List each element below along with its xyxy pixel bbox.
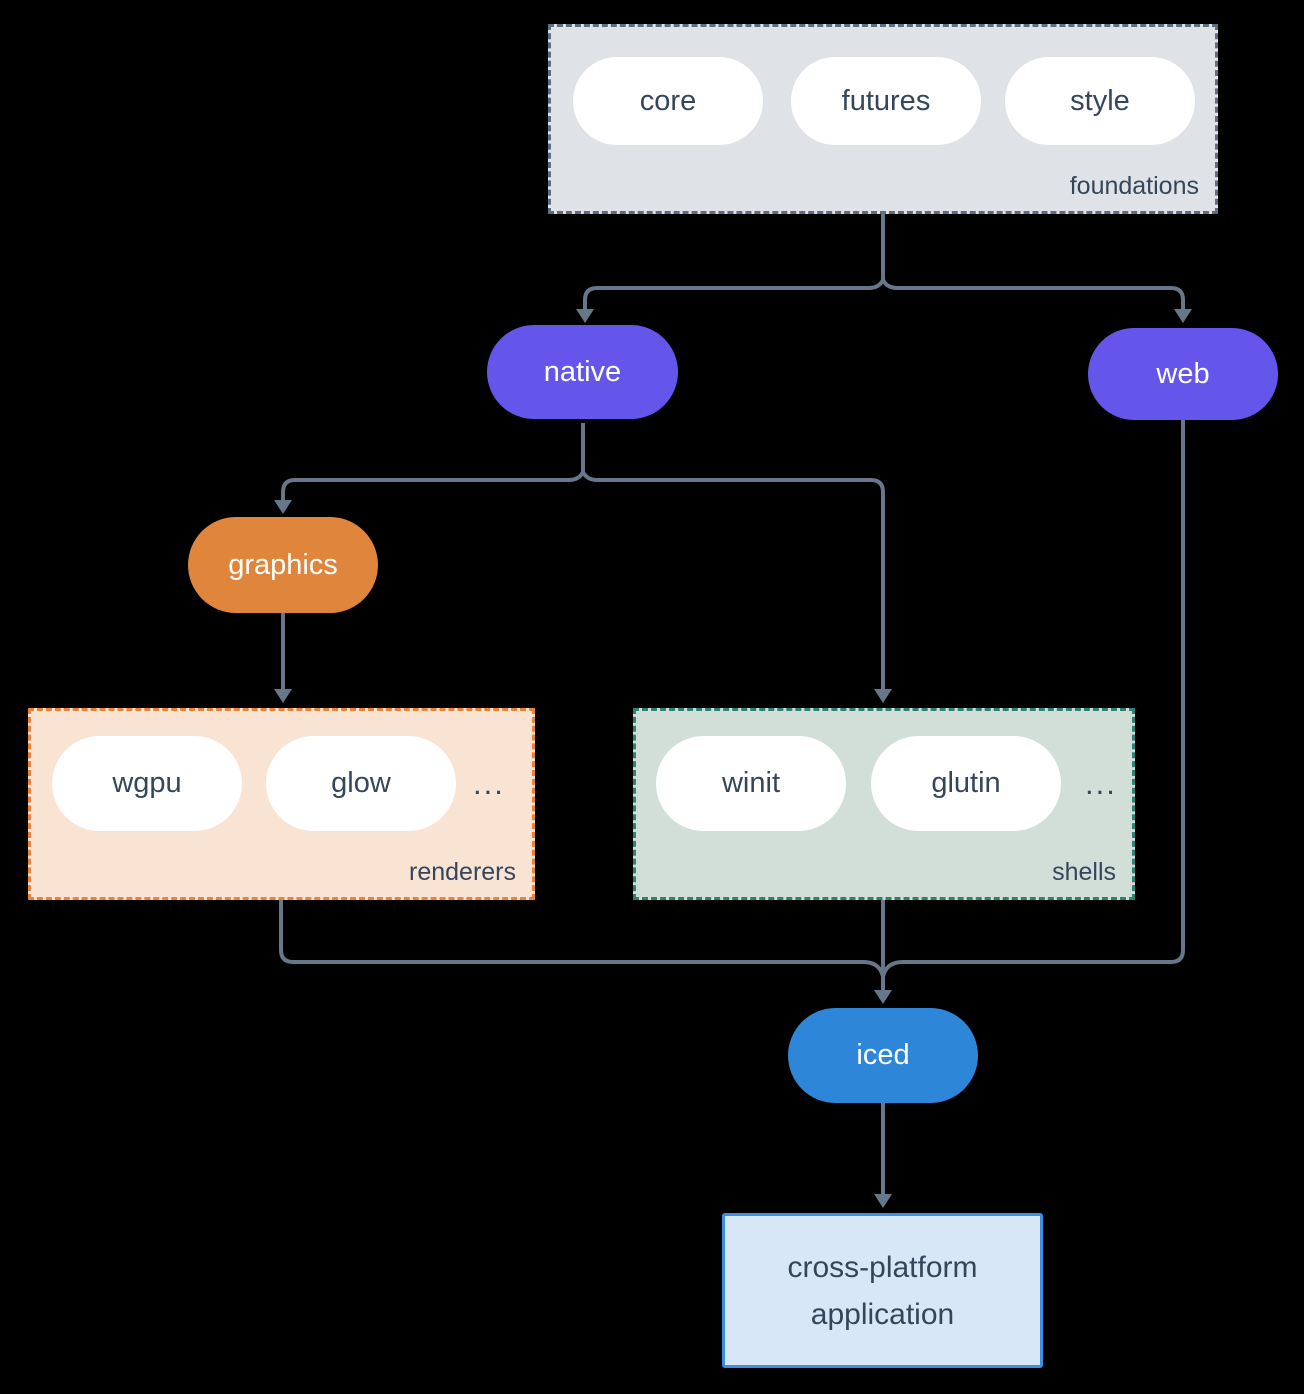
group-label-renderers: renderers <box>409 858 516 886</box>
node-wgpu-label: wgpu <box>112 767 182 799</box>
edge-foundations-split <box>583 275 1185 309</box>
group-renderers: wgpu glow ... renderers <box>28 708 535 900</box>
shells-ellipsis: ... <box>1085 765 1117 801</box>
group-shells: winit glutin ... shells <box>633 708 1135 900</box>
edge-native-split <box>281 467 885 689</box>
group-foundations: core futures style foundations <box>548 24 1218 214</box>
node-iced: iced <box>788 1008 978 1103</box>
arrowhead-to-application <box>874 1194 892 1208</box>
node-iced-label: iced <box>856 1039 910 1071</box>
arrowhead-to-shells <box>874 689 892 703</box>
group-label-foundations: foundations <box>1069 172 1199 200</box>
node-style-label: style <box>1070 84 1130 117</box>
node-style: style <box>1005 57 1195 145</box>
node-winit-label: winit <box>721 767 780 799</box>
application-label-line2: application <box>810 1297 955 1331</box>
node-web: web <box>1088 328 1278 420</box>
node-glow: glow <box>266 736 456 831</box>
edge-renderers-merge <box>279 900 885 977</box>
node-web-label: web <box>1156 357 1210 390</box>
arrowhead-to-iced <box>874 990 892 1004</box>
node-winit: winit <box>656 736 846 831</box>
node-native: native <box>487 325 678 419</box>
arrowhead-to-web <box>1174 309 1192 323</box>
node-native-label: native <box>543 355 622 388</box>
arrowhead-to-graphics <box>274 500 292 514</box>
group-label-shells: shells <box>1052 858 1116 886</box>
node-graphics-label: graphics <box>228 548 338 581</box>
node-glow-label: glow <box>331 767 391 799</box>
node-futures-label: futures <box>841 84 931 117</box>
node-wgpu: wgpu <box>52 736 242 831</box>
node-core-label: core <box>639 84 697 117</box>
node-cross-platform-application: cross-platform application <box>722 1213 1043 1368</box>
edge-web-merge <box>881 420 1185 977</box>
node-glutin: glutin <box>871 736 1061 831</box>
arrowhead-to-renderers <box>274 689 292 703</box>
application-label-line1: cross-platform <box>787 1250 978 1284</box>
arrowhead-to-native <box>576 309 594 323</box>
node-futures: futures <box>791 57 981 145</box>
node-glutin-label: glutin <box>931 767 1001 799</box>
node-graphics: graphics <box>188 517 378 613</box>
renderers-ellipsis: ... <box>473 765 505 801</box>
node-core: core <box>573 57 763 145</box>
